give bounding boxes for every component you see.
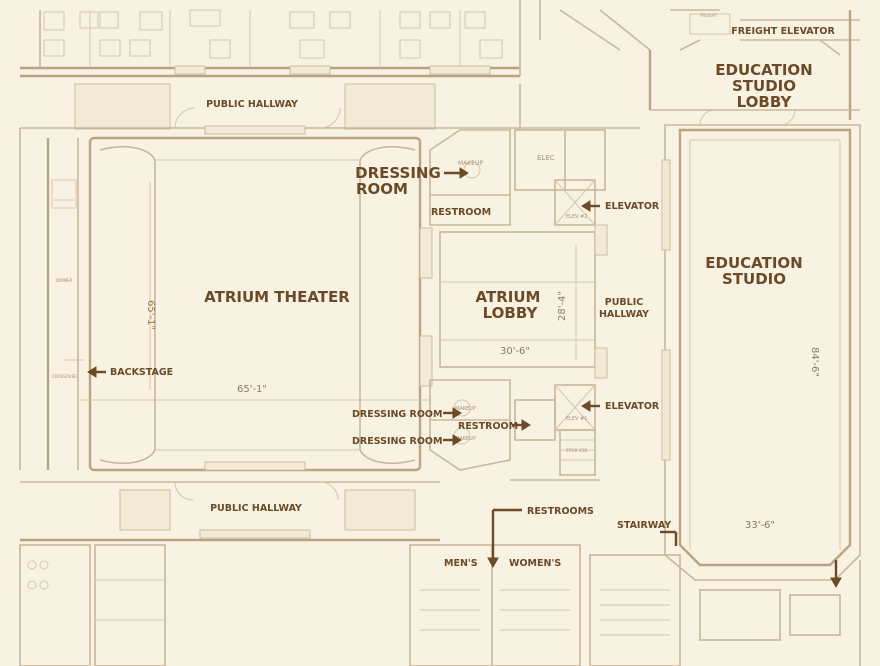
stairway-arrow: [660, 530, 678, 546]
freight-area: [539, 0, 860, 120]
elevator-top-label: ELEVATOR: [605, 201, 660, 212]
atrium-lobby-label-2: LOBBY: [483, 304, 539, 322]
backstage-arrow: [87, 366, 106, 378]
stair-text: STAIR #2B: [566, 448, 588, 453]
theater-width-dimension: 65'-1": [237, 384, 267, 395]
crossover-text: CROSSOVER: [52, 374, 77, 379]
atrium-lobby-walls: [439, 224, 608, 379]
mens-label: MEN'S: [444, 558, 478, 569]
dressing-room-a-label: DRESSING ROOM: [352, 409, 442, 420]
freight-elevator-label: FREIGHT ELEVATOR: [731, 26, 835, 37]
restroom-top-label: RESTROOM: [431, 207, 491, 218]
education-studio-label-2: STUDIO: [722, 270, 786, 288]
dressing-room-b-arrow: [443, 434, 462, 446]
theater-depth-dimension: 65'-1": [145, 300, 156, 330]
makeup-top-text: MAKEUP: [458, 160, 483, 167]
public-hallway-top-label: PUBLIC HALLWAY: [206, 99, 298, 110]
elev2-text: ELEV #2: [566, 214, 587, 220]
education-studio-lobby-label-2: STUDIO: [732, 77, 796, 95]
public-hallway-mid-label-1: PUBLIC: [605, 297, 644, 308]
dressing-room-label-2: ROOM: [356, 180, 408, 198]
education-studio-lobby-label-1: EDUCATION: [715, 61, 812, 79]
elevator-bottom-label: ELEVATOR: [605, 401, 660, 412]
restrooms-label: RESTROOMS: [527, 506, 594, 517]
public-hallway-bottom-label: PUBLIC HALLWAY: [210, 503, 302, 514]
education-studio-label-1: EDUCATION: [705, 254, 802, 272]
dimmer-text: DIMMER: [56, 278, 73, 283]
restrooms-arrows: [487, 508, 522, 569]
dressing-room-label-1: DRESSING: [355, 164, 441, 182]
studio-depth-dimension: 84'-6": [809, 347, 820, 377]
education-studio-walls: [650, 109, 861, 581]
dressing-room-a-arrow: [443, 407, 462, 419]
elevator-top-arrow: [581, 200, 600, 212]
lobby-width-dimension: 30'-6": [500, 346, 530, 357]
studio-exit-arrow: [830, 560, 842, 589]
restroom-mid-arrow: [512, 419, 531, 431]
elec-text: ELEC: [537, 154, 555, 162]
bottom-rooms: [19, 544, 861, 666]
elev1-text: ELEV #1: [566, 416, 587, 422]
freight-note: FREIGHT: [700, 13, 718, 18]
top-offices: [20, 0, 521, 78]
education-studio-lobby-label-3: LOBBY: [737, 93, 793, 111]
lower-support-rooms: [429, 379, 600, 481]
public-hallway-top: [20, 83, 640, 135]
public-hallway-mid-label-2: HALLWAY: [599, 309, 649, 320]
public-hallway-bottom: [20, 461, 440, 542]
makeup-low-text: MAKEUP: [455, 436, 476, 442]
dressing-room-b-label: DRESSING ROOM: [352, 436, 442, 447]
backstage-label: BACKSTAGE: [110, 367, 173, 378]
lobby-depth-dimension: 28'-4": [557, 291, 568, 321]
atrium-theater-walls: [80, 136, 433, 472]
restroom-mid-label: RESTROOM: [458, 421, 518, 432]
stairway-label: STAIRWAY: [617, 520, 671, 531]
dressing-room-arrow: [444, 167, 469, 179]
elevator-bottom-arrow: [581, 400, 600, 412]
backstage-walls: [19, 128, 84, 470]
studio-width-dimension: 33'-6": [745, 520, 775, 531]
womens-label: WOMEN'S: [509, 558, 561, 569]
makeup-mid-text: MAKEUP: [455, 406, 476, 412]
upper-support-rooms: [429, 129, 606, 226]
atrium-theater-label: ATRIUM THEATER: [204, 288, 350, 306]
atrium-lobby-label-1: ATRIUM: [476, 288, 541, 306]
